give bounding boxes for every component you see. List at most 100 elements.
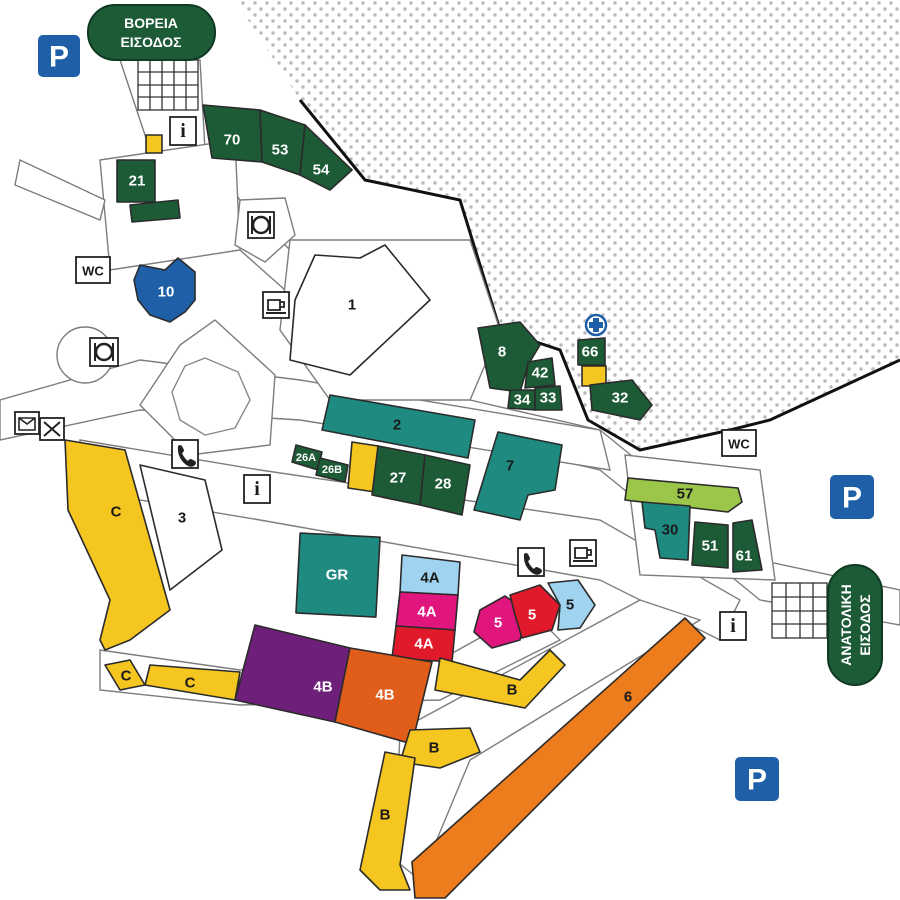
- building-1[interactable]: [289, 244, 431, 376]
- telephone-south[interactable]: [517, 547, 545, 577]
- building-54-label: 54: [313, 162, 330, 179]
- building-3-label: 3: [178, 510, 186, 527]
- info-icon: i: [254, 478, 260, 500]
- building-21-annex: [129, 199, 181, 223]
- building-26b[interactable]: [315, 457, 349, 483]
- east-entrance-line1: ΑΝΑΤΟΛΙΚΗ: [838, 584, 854, 665]
- building-21[interactable]: [116, 159, 156, 203]
- building-70-label: 70: [224, 132, 241, 149]
- building-2[interactable]: [321, 394, 476, 459]
- building-32-label: 32: [612, 390, 629, 407]
- building-5-red[interactable]: [509, 584, 561, 639]
- parking-east[interactable]: P: [830, 475, 874, 519]
- east-entrance[interactable]: ΑΝΑΤΟΛΙΚΗ ΕΙΣΟΔΟΣ: [827, 564, 883, 686]
- parking-north-west[interactable]: P: [38, 35, 80, 77]
- info-north[interactable]: i: [169, 116, 197, 146]
- building-2-label: 2: [393, 417, 401, 434]
- building-block-70-53-54[interactable]: [202, 104, 353, 191]
- building-27-label: 27: [390, 470, 407, 487]
- building-4a-bottom-label: 4A: [414, 636, 433, 653]
- restaurant-west[interactable]: [56, 326, 119, 384]
- parking-icon: P: [49, 41, 69, 74]
- cafe-north[interactable]: [262, 291, 290, 319]
- building-51-label: 51: [702, 538, 719, 555]
- building-5-blue-label: 5: [566, 597, 574, 614]
- building-4a-middle-label: 4A: [417, 604, 436, 621]
- info-icon: i: [730, 615, 736, 637]
- closed-sign-west: [39, 417, 65, 441]
- building-10-label: 10: [158, 284, 175, 301]
- cafe-icon: [267, 299, 285, 311]
- north-entrance-line2: ΕΙΣΟΔΟΣ: [120, 34, 181, 50]
- telephone-central[interactable]: [171, 439, 199, 469]
- boundary-fence: [298, 99, 900, 452]
- building-4b-east-label: 4B: [375, 687, 394, 704]
- building-66-label: 66: [582, 344, 599, 361]
- building-b-east-label: B: [507, 682, 518, 699]
- building-5-magenta-label: 5: [494, 615, 502, 632]
- building-30[interactable]: [641, 501, 691, 561]
- kiosk-yellow-north: [145, 134, 163, 154]
- building-26a-label: 26A: [296, 452, 316, 464]
- first-aid-icon: [589, 318, 603, 332]
- building-57-label: 57: [677, 486, 694, 503]
- building-3[interactable]: [139, 464, 223, 591]
- mail-icon: [18, 417, 36, 431]
- building-33[interactable]: [534, 385, 563, 411]
- building-c-south[interactable]: [144, 664, 241, 701]
- building-c-west[interactable]: [64, 439, 171, 651]
- info-east[interactable]: i: [719, 611, 747, 641]
- north-entrance[interactable]: ΒΟΡΕΙΑ ΕΙΣΟΔΟΣ: [87, 4, 216, 61]
- building-b-east[interactable]: [434, 649, 566, 709]
- east-gate-grid: [771, 582, 828, 639]
- building-c-west-label: C: [111, 504, 122, 521]
- building-53-label: 53: [272, 142, 289, 159]
- plaza-fountain: [171, 357, 251, 436]
- parking-south-east[interactable]: P: [735, 757, 779, 801]
- telephone-icon: [523, 553, 542, 575]
- building-42[interactable]: [524, 357, 556, 389]
- building-28-label: 28: [435, 476, 452, 493]
- building-c-south-label: C: [185, 675, 196, 692]
- building-28[interactable]: [419, 454, 471, 516]
- wc-icon: WC: [82, 264, 104, 279]
- building-8-label: 8: [498, 344, 506, 361]
- building-42-label: 42: [532, 365, 549, 382]
- building-34-label: 34: [514, 392, 531, 409]
- building-61-label: 61: [736, 548, 753, 565]
- building-1-label: 1: [348, 297, 356, 314]
- cafe-icon: [574, 547, 592, 559]
- building-gr-label: GR: [326, 567, 349, 584]
- building-4a-top-label: 4A: [420, 570, 439, 587]
- building-7-label: 7: [506, 458, 514, 475]
- parking-icon: P: [842, 482, 862, 515]
- building-51[interactable]: [691, 521, 729, 569]
- wc-east[interactable]: WC: [721, 429, 757, 457]
- building-32[interactable]: [589, 379, 653, 421]
- building-30-label: 30: [662, 522, 679, 539]
- building-4b-west-label: 4B: [313, 679, 332, 696]
- cafe-south[interactable]: [569, 539, 597, 567]
- building-7[interactable]: [473, 431, 563, 521]
- wc-west[interactable]: WC: [75, 256, 111, 284]
- building-26b-label: 26B: [322, 464, 342, 476]
- building-66[interactable]: [577, 337, 606, 366]
- restaurant-north[interactable]: [234, 197, 296, 263]
- mail-west[interactable]: [14, 411, 40, 435]
- dotted-restricted-area: [235, 0, 900, 450]
- building-6[interactable]: [411, 617, 706, 899]
- building-b-south[interactable]: [359, 751, 416, 891]
- building-4b-west[interactable]: [234, 624, 351, 723]
- building-5-blue[interactable]: [547, 579, 596, 631]
- wc-icon: WC: [728, 437, 750, 452]
- building-57[interactable]: [624, 477, 743, 513]
- first-aid-station[interactable]: [584, 313, 608, 337]
- building-61[interactable]: [732, 519, 763, 573]
- info-central[interactable]: i: [243, 474, 271, 504]
- east-entrance-line2: ΕΙΣΟΔΟΣ: [857, 594, 873, 655]
- building-gr[interactable]: [295, 532, 381, 618]
- building-10[interactable]: [133, 257, 196, 323]
- parking-icon: P: [747, 764, 767, 797]
- building-b-south-label: B: [380, 807, 391, 824]
